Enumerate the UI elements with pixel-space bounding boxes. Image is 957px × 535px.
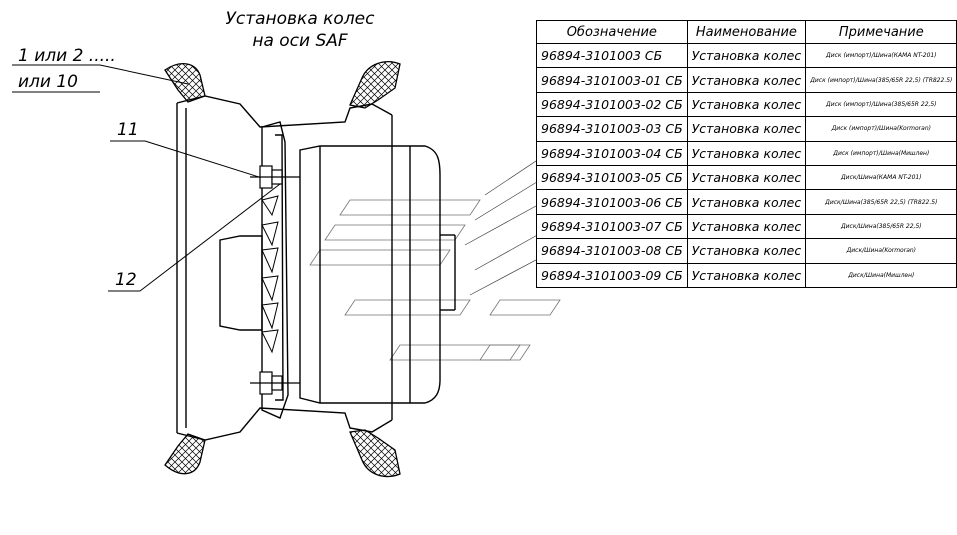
table-header-row: Обозначение Наименование Примечание xyxy=(536,20,957,44)
table-row: 96894-3101003 СБ Установка колес Диск (и… xyxy=(536,42,957,69)
row-name: Установка колес xyxy=(686,189,807,215)
row-note: Диск (импорт)/Шина(КАМА NT-201) xyxy=(805,42,957,69)
title-line-2: на оси SAF xyxy=(252,31,348,51)
row-name: Установка колес xyxy=(686,140,807,166)
row-name: Установка колес xyxy=(686,238,807,264)
callout-10: или 10 xyxy=(18,72,78,92)
row-name: Установка колес xyxy=(686,164,807,191)
drawing-title: Установка колес на оси SAF xyxy=(205,8,395,52)
row-name: Установка колес xyxy=(686,91,807,118)
header-designation: Обозначение xyxy=(536,20,688,44)
header-note: Примечание xyxy=(805,20,957,44)
wheel-rim xyxy=(176,95,393,441)
callout-1-2: 1 или 2 ..... xyxy=(18,46,116,66)
row-name: Установка колес xyxy=(686,67,807,93)
row-code: 96894-3101003-06 СБ xyxy=(536,189,688,215)
row-code: 96894-3101003-03 СБ xyxy=(536,116,688,142)
table-row: 96894-3101003-08 СБ Установка колес Диск… xyxy=(536,238,957,264)
row-note: Диск/Шина(Мишлен) xyxy=(805,262,957,288)
table-row: 96894-3101003-05 СБ Установка колес Диск… xyxy=(536,164,957,191)
row-note: Диск (импорт)/Шина(Мишлен) xyxy=(805,140,957,166)
tire-section-bottom xyxy=(164,429,401,478)
hub-drum xyxy=(219,145,456,404)
table-row: 96894-3101003-06 СБ Установка колес Диск… xyxy=(536,189,957,215)
row-note: Диск (импорт)/Шина(Kormoran) xyxy=(805,116,957,142)
table-row: 96894-3101003-04 СБ Установка колес Диск… xyxy=(536,140,957,166)
header-name: Наименование xyxy=(686,20,807,44)
table-row: 96894-3101003-09 СБ Установка колес Диск… xyxy=(536,262,957,288)
table-row: 96894-3101003-02 СБ Установка колес Диск… xyxy=(536,91,957,118)
callout-12: 12 xyxy=(115,270,137,290)
row-code: 96894-3101003-08 СБ xyxy=(536,238,688,264)
table-row: 96894-3101003-03 СБ Установка колес Диск… xyxy=(536,116,957,142)
watermark-logo xyxy=(309,199,561,361)
row-code: 96894-3101003 СБ xyxy=(536,42,688,69)
row-name: Установка колес xyxy=(686,262,807,288)
row-code: 96894-3101003-05 СБ xyxy=(536,164,688,191)
table-row: 96894-3101003-01 СБ Установка колес Диск… xyxy=(536,67,957,93)
row-note: Диск/Шина(385/65R 22,5) xyxy=(805,213,957,240)
row-code: 96894-3101003-04 СБ xyxy=(536,140,688,166)
row-name: Установка колес xyxy=(686,116,807,142)
row-code: 96894-3101003-09 СБ xyxy=(536,262,688,288)
tire-section-top xyxy=(164,61,401,109)
row-note: Диск/Шина(385/65R 22,5) (TR822.5) xyxy=(805,189,957,215)
specification-table: Обозначение Наименование Примечание 9689… xyxy=(536,20,957,288)
row-code: 96894-3101003-01 СБ xyxy=(536,67,688,93)
row-code: 96894-3101003-02 СБ xyxy=(536,91,688,118)
callout-11: 11 xyxy=(117,120,139,140)
table-row: 96894-3101003-07 СБ Установка колес Диск… xyxy=(536,213,957,240)
hub-ribs xyxy=(261,195,279,354)
wheel-assembly-drawing xyxy=(12,61,633,478)
row-name: Установка колес xyxy=(686,42,807,69)
row-name: Установка колес xyxy=(686,213,807,240)
row-note: Диск/Шина(Kormoran) xyxy=(805,238,957,264)
row-note: Диск/Шина(КАМА NT-201) xyxy=(805,164,957,191)
row-code: 96894-3101003-07 СБ xyxy=(536,213,688,240)
row-note: Диск (импорт)/Шина(385/65R 22,5) (TR822.… xyxy=(805,67,957,93)
wheel-disc xyxy=(261,121,289,419)
wheel-studs xyxy=(250,165,300,395)
title-line-1: Установка колес xyxy=(225,9,375,29)
row-note: Диск (импорт)/Шина(385/65R 22,5) xyxy=(805,91,957,118)
